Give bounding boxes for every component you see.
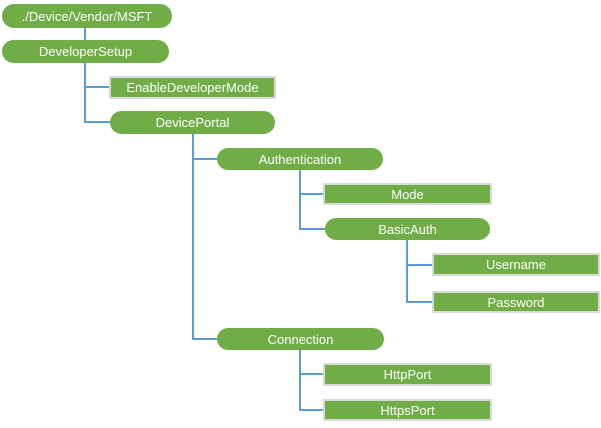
connector-deviceportal-trunk <box>192 134 194 340</box>
connector-branch-httpport <box>299 373 323 375</box>
tree-node-label: DevicePortal <box>155 115 230 130</box>
connector-authentication-trunk <box>299 170 301 230</box>
tree-node-developersetup: DeveloperSetup <box>2 40 169 63</box>
connector-branch-basicauth <box>299 228 325 230</box>
connector-root-to-developersetup <box>84 28 86 40</box>
connector-developersetup-trunk <box>84 63 86 123</box>
connector-basicauth-trunk <box>406 240 408 303</box>
tree-node-basicauth: BasicAuth <box>325 218 490 240</box>
tree-node-label: ./Device/Vendor/MSFT <box>21 8 153 24</box>
tree-node-label: Authentication <box>258 151 342 167</box>
connector-branch-enabledevelopermode <box>84 86 109 88</box>
tree-node-label: DeveloperSetup <box>38 44 133 59</box>
tree-node-label: EnableDeveloperMode <box>126 80 259 95</box>
connector-branch-authentication <box>192 158 217 160</box>
tree-node-mode: Mode <box>323 183 492 205</box>
connector-branch-username <box>406 264 432 266</box>
tree-node-deviceportal: DevicePortal <box>110 111 275 134</box>
tree-node-label: HttpsPort <box>380 402 435 418</box>
connector-branch-deviceportal <box>84 121 110 123</box>
connector-branch-httpsport <box>299 409 323 411</box>
tree-node-enabledevelopermode: EnableDeveloperMode <box>109 76 276 99</box>
tree-node-authentication: Authentication <box>217 148 383 170</box>
connector-branch-mode <box>299 193 323 195</box>
tree-node-password: Password <box>432 291 600 313</box>
connector-branch-connection <box>192 338 217 340</box>
tree-node-username: Username <box>432 253 600 276</box>
tree-node-label: Mode <box>391 186 424 202</box>
tree-node-label: HttpPort <box>383 367 432 382</box>
tree-node-label: BasicAuth <box>378 221 437 237</box>
tree-node-label: Connection <box>267 331 334 347</box>
tree-node-label: Password <box>487 294 545 310</box>
connector-connection-trunk <box>299 350 301 411</box>
tree-node-root: ./Device/Vendor/MSFT <box>2 4 172 28</box>
tree-node-httpsport: HttpsPort <box>323 399 492 421</box>
tree-node-httpport: HttpPort <box>323 363 492 386</box>
connector-branch-password <box>406 301 432 303</box>
tree-node-connection: Connection <box>217 328 384 350</box>
tree-node-label: Username <box>486 257 546 272</box>
